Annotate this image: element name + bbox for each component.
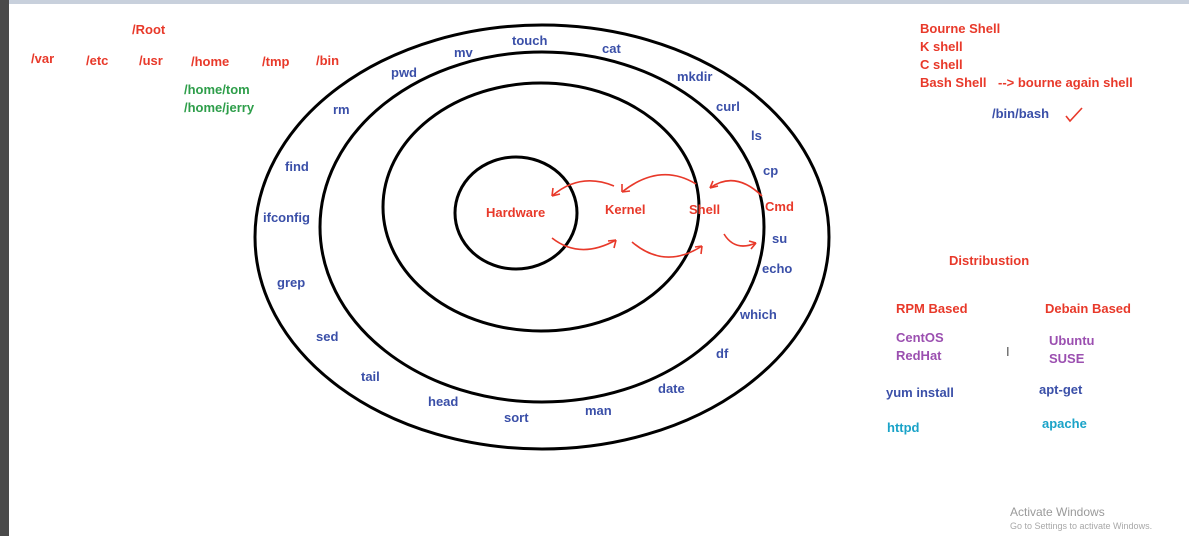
cmd-ring (318, 50, 766, 404)
cmd-man: man (585, 403, 612, 418)
fs-dir-etc: /etc (86, 53, 109, 68)
cmd-ls: ls (751, 128, 762, 143)
fs-dir-usr: /usr (139, 53, 163, 68)
debian-web-server: apache (1042, 416, 1087, 431)
shell-bourne: Bourne Shell (920, 21, 1001, 36)
window-left-edge (0, 0, 9, 536)
cmd-ifconfig: ifconfig (263, 210, 310, 225)
checkmark-icon (1065, 107, 1083, 123)
distribution-title: Distribustion (949, 253, 1030, 268)
debian-installer: apt-get (1039, 382, 1083, 397)
cmd-cat: cat (602, 41, 621, 56)
outer-ring (253, 23, 831, 451)
distro-ubuntu: Ubuntu (1049, 333, 1095, 348)
window-top-edge (9, 0, 1189, 4)
distro-centos: CentOS (896, 330, 944, 345)
fs-dir-var: /var (31, 51, 55, 66)
fs-root: /Root (132, 22, 166, 37)
fs-dir-home: /home (191, 54, 230, 69)
cmd-which: which (740, 307, 777, 322)
arrow-shell-to-cmd (723, 233, 757, 247)
cmd-head: head (428, 394, 459, 409)
shell-k: K shell (920, 39, 963, 54)
hardware-ring (453, 155, 579, 271)
cmd-tail: tail (361, 369, 380, 384)
cmd-mkdir: mkdir (677, 69, 713, 84)
cmd-find: find (285, 159, 309, 174)
cmd-pwd: pwd (391, 65, 417, 80)
arrow-hardware-to-kernel (551, 237, 617, 251)
layer-kernel: Kernel (605, 202, 646, 217)
layer-hardware: Hardware (486, 205, 546, 220)
cmd-df: df (716, 346, 729, 361)
shell-ring (381, 81, 701, 333)
distro-suse: SUSE (1049, 351, 1085, 366)
arrow-kernel-to-shell (631, 241, 703, 258)
text-cursor-icon: I (1006, 344, 1010, 359)
cmd-sed: sed (316, 329, 339, 344)
cmd-touch: touch (512, 33, 548, 48)
arrow-shell-to-kernel (621, 173, 697, 193)
bash-note: --> bourne again shell (998, 75, 1133, 90)
debian-heading: Debain Based (1045, 301, 1131, 316)
bash-path: /bin/bash (992, 106, 1050, 121)
activate-windows-subtitle: Go to Settings to activate Windows. (1010, 521, 1153, 531)
rpm-installer: yum install (886, 385, 954, 400)
shell-bash: Bash Shell (920, 75, 987, 90)
arrow-kernel-to-hardware (551, 180, 615, 197)
fs-dir-bin: /bin (316, 53, 340, 68)
cmd-curl: curl (716, 99, 740, 114)
fs-home-jerry: /home/jerry (184, 100, 255, 115)
cmd-mv: mv (454, 45, 473, 60)
flow-arrows (551, 173, 763, 258)
arrow-cmd-to-shell (709, 179, 763, 197)
layer-cmd: Cmd (765, 199, 794, 214)
rpm-heading: RPM Based (896, 301, 968, 316)
distro-redhat: RedHat (896, 348, 942, 363)
fs-dir-tmp: /tmp (262, 54, 290, 69)
cmd-grep: grep (277, 275, 306, 290)
layer-shell: Shell (689, 202, 721, 217)
cmd-date: date (658, 381, 685, 396)
cmd-cp: cp (763, 163, 779, 178)
shell-c: C shell (920, 57, 963, 72)
cmd-echo: echo (762, 261, 793, 276)
cmd-sort: sort (504, 410, 529, 425)
cmd-rm: rm (333, 102, 350, 117)
rpm-web-server: httpd (887, 420, 920, 435)
activate-windows-title: Activate Windows (1010, 505, 1105, 519)
fs-home-tom: /home/tom (184, 82, 250, 97)
cmd-su: su (772, 231, 788, 246)
